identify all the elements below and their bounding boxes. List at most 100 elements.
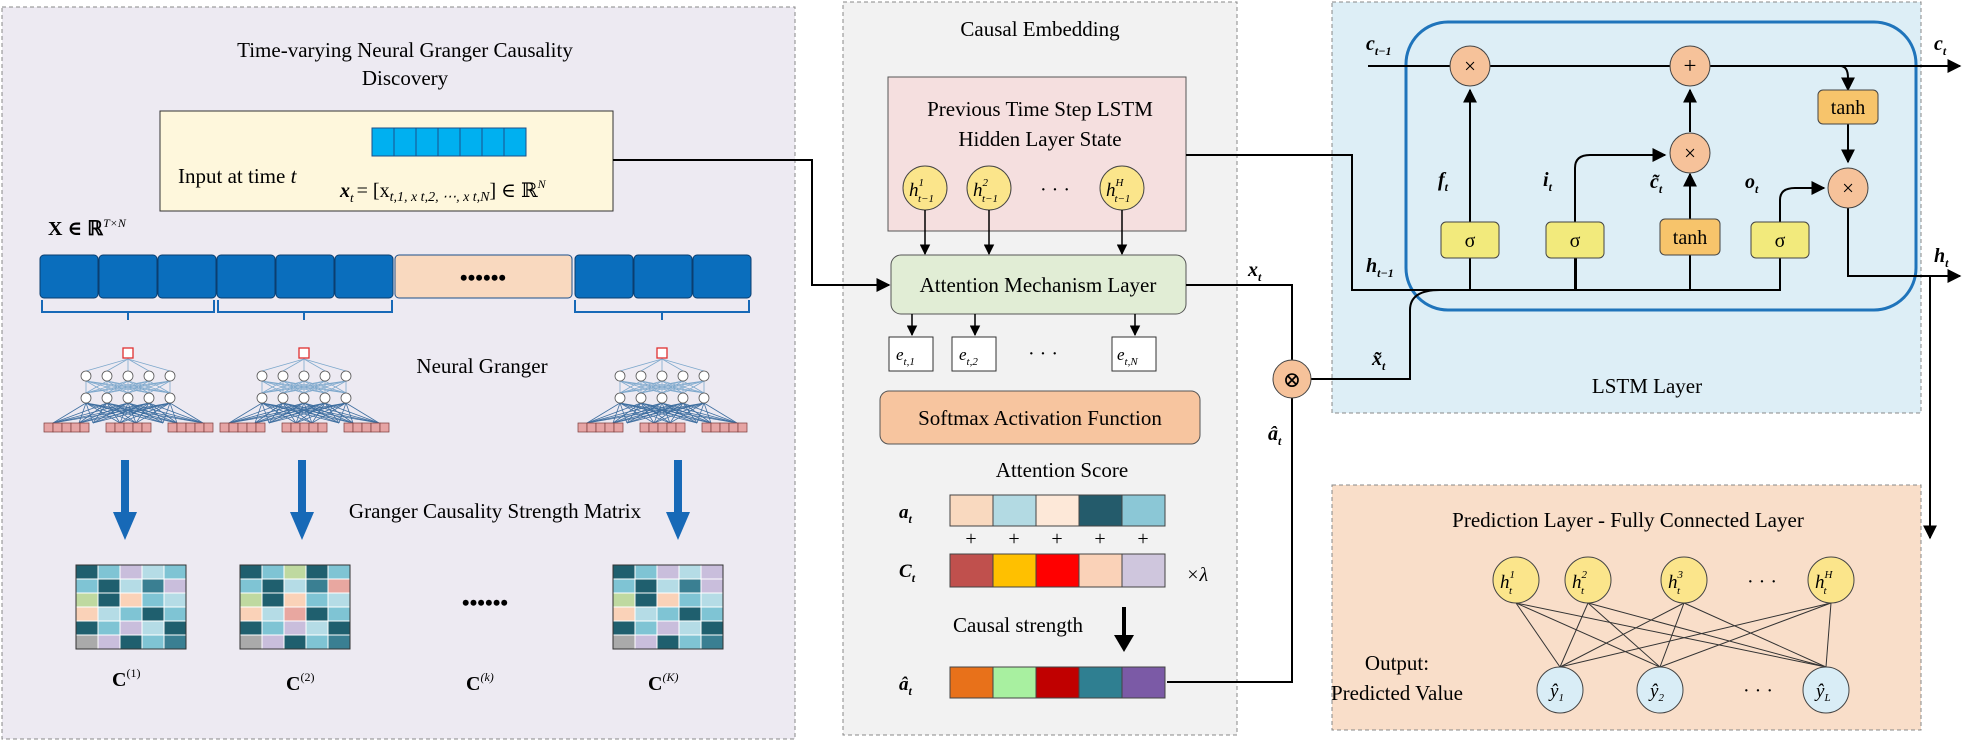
matrix-cell — [327, 592, 351, 608]
net-input-cell — [61, 422, 72, 433]
x-matrix-label: X ∈ ℝT×N — [48, 216, 127, 240]
strength-matrix-label: Granger Causality Strength Matrix — [349, 499, 642, 523]
net-neuron — [80, 370, 92, 382]
net-neuron — [319, 392, 331, 404]
matrix-cell — [612, 564, 636, 580]
output-sigma-gate: σ — [1750, 221, 1810, 259]
matrix-cell — [678, 564, 702, 580]
net-neuron — [698, 392, 710, 404]
net-edge — [85, 358, 129, 372]
attention-layer-label: Attention Mechanism Layer — [920, 273, 1157, 297]
svg-text:ât: ât — [1268, 423, 1282, 448]
net-edge — [78, 402, 108, 424]
net-edge — [282, 358, 305, 372]
net-input-cell — [675, 422, 686, 433]
series-block — [216, 254, 276, 299]
net-edge — [282, 380, 347, 394]
net-edge — [586, 402, 663, 424]
net-edge — [106, 380, 171, 394]
input-formula: xt= [xt,1, x t,2, ⋯, x t,N] ∈ ℝN — [339, 177, 547, 205]
net-edge — [303, 358, 347, 372]
net-edge — [254, 402, 263, 424]
matrix-cell — [163, 564, 187, 580]
strength-matrix — [239, 564, 351, 650]
matrix-cell — [634, 564, 658, 580]
net-edge — [148, 380, 171, 394]
matrix-cell — [239, 592, 263, 608]
prediction-edge — [1515, 602, 1661, 668]
matrix-cell — [612, 606, 636, 622]
net-edge — [52, 402, 87, 424]
matrix-cell — [305, 634, 329, 650]
matrix-cell — [634, 592, 658, 608]
neural-granger-label: Neural Granger — [416, 354, 547, 378]
matrix-cell — [119, 606, 143, 622]
net-edge — [78, 402, 150, 424]
prediction-edge — [1515, 602, 1827, 668]
net-edge — [612, 402, 705, 424]
net-edge — [282, 402, 380, 424]
h-prev-to-o-gate-line — [1576, 255, 1781, 291]
c2-label: C(2) — [286, 670, 314, 695]
causal-strength-row — [949, 666, 1166, 699]
granger-title-line2: Discovery — [362, 66, 449, 90]
score-cell — [1121, 666, 1166, 699]
net-edge — [303, 380, 347, 394]
svg-text:· · ·: · · · — [1028, 343, 1058, 365]
plus-sign: + — [1008, 528, 1019, 550]
lstm-title: LSTM Layer — [1592, 374, 1702, 398]
series-block — [98, 254, 158, 299]
net-neuron — [80, 392, 92, 404]
net-edge — [261, 380, 284, 394]
svg-text:+: + — [1684, 53, 1697, 78]
svg-text:h2t−1: h2t−1 — [973, 177, 998, 205]
prediction-edge — [1659, 602, 1685, 668]
lstm-internals — [1463, 65, 1855, 290]
prediction-edge — [1683, 602, 1827, 668]
granger-title-line1: Time-varying Neural Granger Causality — [237, 38, 573, 62]
net-edge — [135, 402, 150, 424]
matrix-cell — [75, 578, 99, 594]
net-edge — [619, 380, 663, 394]
net-neuron — [277, 392, 289, 404]
score-cell — [1121, 494, 1166, 527]
matrix-cell — [75, 620, 99, 636]
net-edge — [696, 402, 705, 424]
net-edge — [586, 402, 621, 424]
series-block — [574, 254, 634, 299]
causal-strength-label: Causal strength — [953, 613, 1084, 637]
input-vector-strip — [371, 127, 527, 157]
matrix-border — [75, 564, 187, 650]
net-input-cell — [719, 422, 730, 433]
net-input-cell — [132, 422, 143, 433]
matrix-cell — [239, 606, 263, 622]
svg-text:· · ·: · · · — [1743, 680, 1773, 702]
svg-text:ct: ct — [1934, 33, 1947, 58]
matrix-cell — [97, 634, 121, 650]
matrix-cell — [97, 592, 121, 608]
strength-matrix — [75, 564, 187, 650]
lstm-cell-border — [1404, 20, 1918, 312]
net-input-cell — [290, 422, 301, 433]
attention-to-e-arrows — [906, 314, 1141, 337]
matrix-cell — [119, 578, 143, 594]
matrix-cell — [327, 620, 351, 636]
matrix-cell — [656, 606, 680, 622]
cK-label: C(K) — [648, 670, 678, 695]
hidden-to-attention-arrows — [919, 210, 1128, 256]
net-neuron — [656, 392, 668, 404]
series-block — [692, 254, 752, 299]
net-input-cell — [343, 422, 354, 433]
net-edge — [135, 402, 171, 424]
net-input-cell — [701, 422, 712, 433]
net-edge — [338, 402, 347, 424]
net-edge — [228, 402, 263, 424]
ahat-to-otimes-line — [1167, 398, 1293, 683]
net-neuron — [635, 370, 647, 382]
net-neuron — [164, 370, 176, 382]
svg-text:ŷL: ŷL — [1814, 681, 1831, 704]
net-edge — [626, 402, 684, 424]
h-next-line — [1847, 184, 1962, 283]
matrix-cell — [327, 634, 351, 650]
matrix-dots: •••••• — [462, 590, 508, 615]
